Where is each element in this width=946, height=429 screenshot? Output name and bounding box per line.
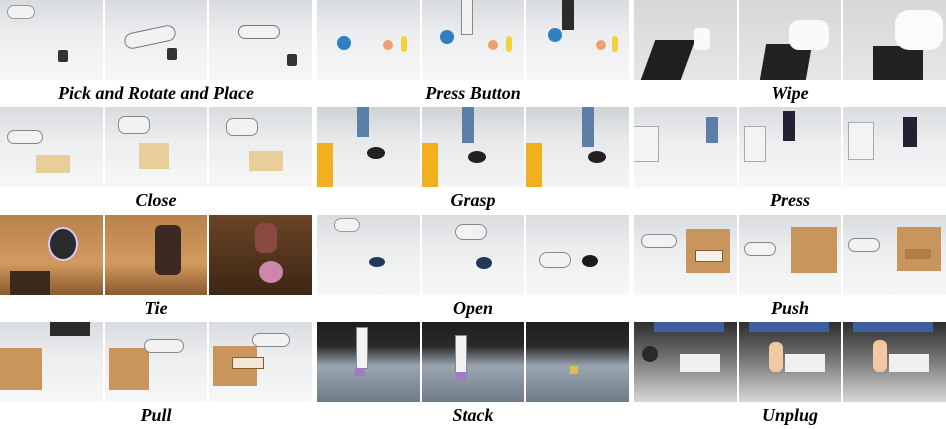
- video-frame: [317, 322, 420, 402]
- video-frame: [209, 107, 313, 187]
- video-frame: [634, 0, 737, 80]
- video-frame: [526, 0, 630, 80]
- task-caption: Pick and Rotate and Place: [58, 83, 254, 103]
- video-frame: [843, 322, 946, 402]
- video-frame: [843, 0, 946, 80]
- task-caption: Push: [770, 298, 810, 318]
- video-frame: [421, 107, 525, 187]
- task-cell-unplug: Unplug: [634, 322, 946, 429]
- video-frame: [104, 107, 208, 187]
- frame-strip: [317, 215, 630, 295]
- task-cell-tie: Tie: [0, 215, 313, 322]
- frame-strip: [634, 322, 946, 402]
- task-caption: Tie: [144, 298, 168, 318]
- frame-strip: [634, 215, 946, 295]
- frame-strip: [0, 0, 313, 80]
- video-frame: [738, 0, 842, 80]
- task-caption: Grasp: [450, 190, 496, 210]
- video-frame: [421, 215, 525, 295]
- video-frame: [0, 107, 103, 187]
- video-frame: [738, 322, 842, 402]
- video-frame: [738, 215, 842, 295]
- video-frame: [209, 215, 313, 295]
- frame-strip: [317, 107, 630, 187]
- video-frame: [209, 0, 313, 80]
- video-frame: [526, 322, 630, 402]
- frame-strip: [317, 0, 630, 80]
- video-frame: [526, 107, 630, 187]
- frame-strip: [634, 107, 946, 187]
- frame-strip: [634, 0, 946, 80]
- task-caption: Unplug: [761, 405, 819, 425]
- task-caption: Close: [135, 190, 177, 210]
- frame-strip: [0, 215, 313, 295]
- task-cell-press-button: Press Button: [317, 0, 630, 107]
- task-cell-press: Press: [634, 107, 946, 214]
- task-cell-pull: Pull: [0, 322, 313, 429]
- video-frame: [634, 322, 737, 402]
- video-frame: [526, 215, 630, 295]
- video-frame: [843, 107, 946, 187]
- task-cell-open: Open: [317, 215, 630, 322]
- task-caption: Press Button: [425, 83, 521, 103]
- video-frame: [843, 215, 946, 295]
- task-cell-push: Push: [634, 215, 946, 322]
- video-frame: [634, 107, 737, 187]
- task-cell-pick-rotate-place: Pick and Rotate and Place: [0, 0, 313, 107]
- task-cell-wipe: Wipe: [634, 0, 946, 107]
- task-cell-grasp: Grasp: [317, 107, 630, 214]
- video-frame: [0, 215, 103, 295]
- video-frame: [104, 322, 208, 402]
- frame-strip: [0, 107, 313, 187]
- video-frame: [209, 322, 313, 402]
- video-frame: [104, 215, 208, 295]
- video-frame: [317, 0, 420, 80]
- frame-strip: [0, 322, 313, 402]
- task-caption: Stack: [452, 405, 494, 425]
- task-caption: Open: [453, 298, 493, 318]
- task-caption: Pull: [140, 405, 172, 425]
- video-frame: [421, 0, 525, 80]
- video-frame: [421, 322, 525, 402]
- video-frame: [317, 107, 420, 187]
- frame-strip: [317, 322, 630, 402]
- video-frame: [634, 215, 737, 295]
- video-frame: [317, 215, 420, 295]
- task-cell-close: Close: [0, 107, 313, 214]
- task-caption: Press: [770, 190, 810, 210]
- task-caption: Wipe: [771, 83, 809, 103]
- video-frame: [738, 107, 842, 187]
- video-frame: [0, 0, 103, 80]
- video-frame: [104, 0, 208, 80]
- task-cell-stack: Stack: [317, 322, 630, 429]
- video-frame: [0, 322, 103, 402]
